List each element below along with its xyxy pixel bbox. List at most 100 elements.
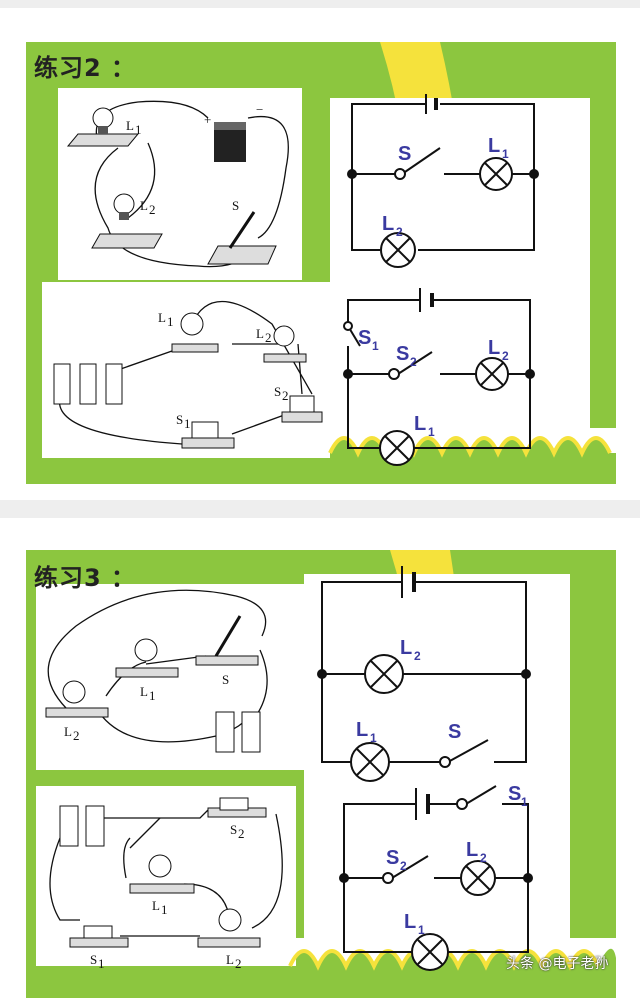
lamp-l1-symbol — [379, 430, 415, 466]
lamp-l2-symbol — [380, 232, 416, 268]
label-s1-sub: 1 — [372, 339, 379, 353]
label-l2-sub: 2 — [414, 649, 421, 663]
label-s2-sub: 2 — [400, 859, 407, 873]
label-l2-sub: 2 — [502, 349, 509, 363]
label-plus: + — [204, 112, 211, 127]
label-s1-sub: 1 — [98, 956, 105, 968]
switch-s2 — [281, 395, 323, 423]
label-l1: L — [126, 118, 134, 133]
label-l1: L — [356, 719, 368, 741]
bulb-l1 — [171, 312, 219, 353]
label-s: S — [448, 721, 461, 743]
label-l2-sub: 2 — [265, 330, 272, 345]
label-l2: L — [256, 326, 264, 341]
label-s2: S — [274, 384, 281, 399]
bulb-l2 — [45, 680, 109, 718]
label-l2: L — [400, 637, 412, 659]
bulb-l2 — [197, 908, 261, 948]
lamp-l2-symbol — [460, 860, 496, 896]
label-s2: S — [230, 822, 237, 837]
exercise-3-wiring-picture-bottom: S 2 L 1 S 1 L 2 — [49, 797, 283, 968]
label-s2-sub: 2 — [410, 355, 417, 369]
junction-right — [529, 169, 539, 179]
exercise-3-panel: 练习3 ： L 1 L 2 S — [0, 518, 640, 998]
junction-left — [347, 169, 357, 179]
label-l2: L — [140, 198, 148, 213]
exercise-3-schematic-bottom: S 1 S 2 L 2 L 1 — [339, 783, 533, 971]
switch-s1-pivot — [456, 798, 468, 810]
label-s1: S — [90, 952, 97, 967]
junction-right — [523, 873, 533, 883]
lamp-l1-symbol — [479, 157, 513, 191]
junction-right — [525, 369, 535, 379]
bulb-l1 — [115, 638, 179, 678]
lamp-l2-symbol — [364, 654, 404, 694]
switch-pivot — [394, 168, 406, 180]
exercise-2-schematic-bottom: S 1 S 2 L 2 L 1 — [343, 288, 535, 466]
junction-right — [521, 669, 531, 679]
label-s1: S — [176, 412, 183, 427]
bulb-l2 — [91, 193, 163, 249]
bulb-l2 — [263, 325, 307, 363]
label-s1-sub: 1 — [184, 416, 191, 431]
label-l1: L — [414, 413, 426, 435]
exercise-2-title: 练习2 ： — [34, 54, 137, 82]
label-l1-sub: 1 — [502, 147, 509, 161]
switch-s — [195, 615, 259, 666]
label-s1: S — [358, 327, 371, 349]
switch-pivot — [439, 756, 451, 768]
switch-s1 — [69, 925, 129, 948]
watermark: 头条 @电子老孙 — [506, 956, 609, 972]
label-l1: L — [488, 135, 500, 157]
label-l1: L — [152, 898, 160, 913]
switch-s1 — [181, 421, 235, 449]
label-l1: L — [140, 684, 148, 699]
switch-s — [207, 211, 277, 265]
battery-cells — [59, 805, 105, 847]
junction-left — [317, 669, 327, 679]
label-l1-sub: 1 — [370, 731, 377, 745]
label-minus: − — [256, 102, 263, 117]
battery-cells — [53, 363, 123, 405]
label-s2: S — [396, 343, 409, 365]
label-l2-sub: 2 — [396, 225, 403, 239]
label-s1: S — [508, 783, 521, 805]
label-l2: L — [382, 213, 394, 235]
label-l1-sub: 1 — [135, 122, 142, 137]
label-l2: L — [64, 724, 72, 739]
label-l1-sub: 1 — [428, 425, 435, 439]
switch-s1-pivot — [343, 321, 353, 331]
label-l2-sub: 2 — [149, 202, 156, 217]
label-s2-sub: 2 — [238, 826, 245, 841]
exercise-3-wiring-picture-top: L 1 L 2 S — [45, 589, 268, 753]
junction-left — [339, 873, 349, 883]
exercise-3-title: 练习3 ： — [34, 564, 137, 592]
lamp-l1-symbol — [350, 742, 390, 782]
label-l1: L — [404, 911, 416, 933]
label-l1-sub: 1 — [418, 923, 425, 937]
label-s: S — [222, 672, 229, 687]
exercise-2-schematic-top: S L 1 L 2 — [347, 94, 539, 268]
label-l2-sub: 2 — [480, 851, 487, 865]
label-l2-sub: 2 — [235, 956, 242, 968]
lamp-l2-symbol — [475, 357, 509, 391]
label-s2: S — [386, 847, 399, 869]
label-s2-sub: 2 — [282, 388, 289, 403]
switch-s2-pivot — [388, 368, 400, 380]
label-l2: L — [466, 839, 478, 861]
label-l2: L — [488, 337, 500, 359]
label-l1-sub: 1 — [167, 314, 174, 329]
exercise-2-panel: 练习2 ： L 1 L 2 S + — [0, 8, 640, 500]
label-s1-sub: 1 — [521, 795, 528, 809]
label-l1-sub: 1 — [149, 688, 156, 703]
switch-s2-pivot — [382, 872, 394, 884]
bulb-l1 — [66, 107, 140, 147]
label-l2-sub: 2 — [73, 728, 80, 743]
lamp-l1-symbol — [411, 933, 449, 971]
exercise-3-schematic-top: L 2 L 1 S — [317, 566, 531, 782]
label-s: S — [232, 198, 239, 213]
label-l1-sub: 1 — [161, 902, 168, 917]
exercise-2-wiring-picture-bottom: L 1 L 2 S 2 S 1 — [53, 301, 323, 449]
label-l1: L — [158, 310, 166, 325]
label-s: S — [398, 143, 411, 165]
